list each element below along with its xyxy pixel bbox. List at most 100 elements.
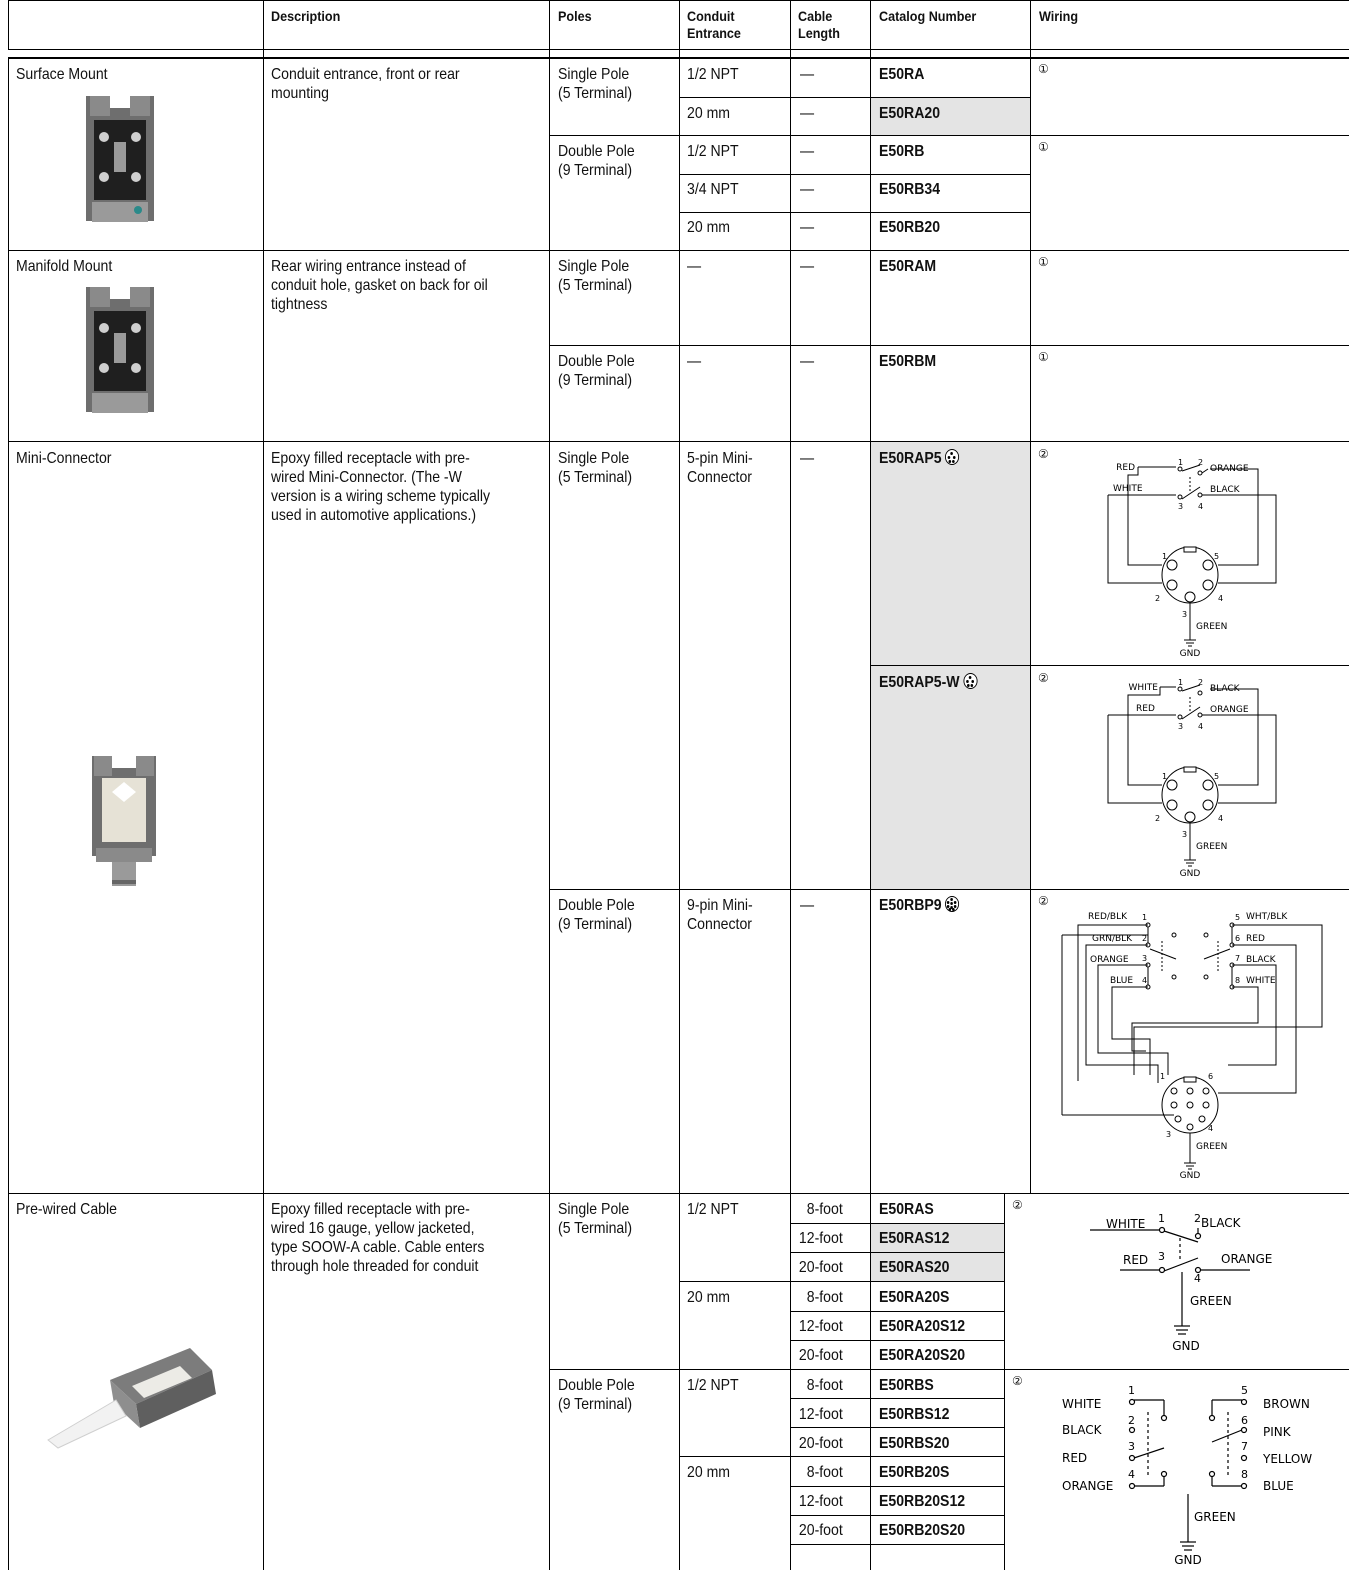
rule-v-wiring-top: [1030, 0, 1031, 1194]
header-wiring: Wiring: [1039, 8, 1079, 24]
cable-e50rb: —: [800, 143, 815, 160]
nine-pin-connector-icon: [945, 896, 960, 912]
cable-e50rb20s: 8-foot: [806, 1464, 843, 1481]
svg-text:4: 4: [1208, 1124, 1213, 1133]
poles-mini-double: Double Pole (9 Terminal): [558, 897, 635, 933]
svg-text:1: 1: [1178, 458, 1183, 467]
note-1-manifold-double: ①: [1038, 350, 1049, 364]
poles-manifold-double: Double Pole (9 Terminal): [558, 353, 635, 389]
conduit-mini-single: 5-pin Mini- Connector: [687, 450, 753, 486]
note-2-prewired-double: ②: [1012, 1374, 1023, 1388]
svg-text:1: 1: [1178, 678, 1183, 687]
conduit-e50ra20: 20 mm: [687, 105, 731, 122]
catalog-e50rap5-w-text: E50RAP5-W: [879, 674, 960, 691]
cable-e50rbs: 8-foot: [806, 1377, 843, 1394]
catalog-e50ras: E50RAS: [879, 1201, 934, 1218]
svg-text:2: 2: [1155, 594, 1160, 603]
catalog-e50ram: E50RAM: [879, 258, 937, 275]
rule-pw-4: [790, 1311, 1004, 1312]
wire-label-black: BLACK: [1062, 1423, 1103, 1437]
wire-label-red: RED: [1246, 934, 1265, 944]
catalog-e50rbm: E50RBM: [879, 353, 937, 370]
rule-pw-9: [679, 1456, 1004, 1457]
shade-e50ra20: [871, 98, 1030, 135]
conduit-e50rb34: 3/4 NPT: [687, 181, 739, 198]
wire-label-green: GREEN: [1196, 842, 1227, 852]
svg-text:4: 4: [1198, 722, 1203, 731]
rule-top: [8, 0, 1349, 1]
desc-prewired-cable: Epoxy filled receptacle with pre- wired …: [271, 1201, 485, 1275]
catalog-e50rap5: E50RAP5: [879, 449, 960, 468]
wire-label-black: BLACK: [1201, 1216, 1242, 1230]
wire-label-orange: ORANGE: [1210, 705, 1249, 715]
mini-connector-switch-image: [92, 756, 156, 886]
cable-e50ra: —: [800, 66, 815, 83]
rule-manifold: [8, 250, 1349, 251]
ground-label: GND: [1174, 1553, 1202, 1567]
svg-text:7: 7: [1235, 954, 1240, 963]
rule-v-left2: [8, 57, 9, 1570]
catalog-e50rap5-text: E50RAP5: [879, 450, 942, 467]
rule-mini-c: [549, 889, 1349, 890]
rule-header-2: [8, 57, 1349, 59]
svg-text:2: 2: [1198, 458, 1203, 467]
svg-text:3: 3: [1178, 502, 1183, 511]
wire-label-red: RED: [1062, 1451, 1087, 1465]
conduit-e50ra: 1/2 NPT: [687, 66, 739, 83]
rule-v-conduit: [679, 0, 680, 1570]
ground-label: GND: [1172, 1339, 1200, 1353]
rule-v-poles: [549, 0, 550, 1570]
catalog-e50rb20s20: E50RB20S20: [879, 1522, 966, 1539]
wire-label-wht-blk: WHT/BLK: [1246, 912, 1288, 922]
wire-label-orange: ORANGE: [1090, 955, 1129, 965]
catalog-e50ra20s12: E50RA20S12: [879, 1318, 966, 1335]
type-surface-mount: Surface Mount: [16, 66, 108, 83]
shade-mini-connector: [871, 442, 1030, 890]
cable-e50ra20s12: 12-foot: [798, 1318, 843, 1335]
note-2-mini-a: ②: [1038, 447, 1049, 461]
wire-label-white: WHITE: [1246, 976, 1276, 986]
svg-text:6: 6: [1208, 1072, 1213, 1081]
rule-v-cable: [790, 0, 791, 1570]
cable-e50rbm: —: [800, 353, 815, 370]
conduit-prewired-c: 1/2 NPT: [687, 1377, 739, 1394]
svg-text:3: 3: [1166, 1130, 1171, 1139]
cable-e50ra20: —: [800, 105, 815, 122]
ground-label: GND: [1180, 649, 1201, 659]
rule-pw-5: [790, 1340, 1004, 1341]
cable-e50rbs12: 12-foot: [798, 1406, 843, 1423]
svg-text:4: 4: [1142, 976, 1147, 985]
svg-text:3: 3: [1142, 954, 1147, 963]
conduit-e50ram: —: [687, 258, 702, 275]
cable-e50rb20s12: 12-foot: [798, 1493, 843, 1510]
svg-text:4: 4: [1198, 502, 1203, 511]
cable-e50rbs20: 20-foot: [798, 1435, 843, 1452]
catalog-e50rbs12: E50RBS12: [879, 1406, 950, 1423]
conduit-prewired-b: 20 mm: [687, 1289, 731, 1306]
rule-v-catalog: [870, 0, 871, 1570]
manifold-mount-switch-image: [86, 287, 154, 413]
cable-e50rb20s20: 20-foot: [798, 1522, 843, 1539]
svg-text:2: 2: [1155, 814, 1160, 823]
conduit-e50rb20: 20 mm: [687, 219, 731, 236]
header-cable: Cable Length: [798, 8, 840, 41]
svg-text:8: 8: [1241, 1468, 1248, 1481]
header-catalog: Catalog Number: [879, 8, 977, 24]
wire-label-grn-blk: GRN/BLK: [1092, 934, 1133, 944]
wire-label-black: BLACK: [1246, 955, 1277, 965]
conduit-prewired-d: 20 mm: [687, 1464, 731, 1481]
poles-surface-double: Double Pole (9 Terminal): [558, 143, 635, 179]
svg-text:3: 3: [1158, 1250, 1165, 1263]
wire-label-red: RED: [1136, 704, 1155, 714]
cable-e50ras: 8-foot: [806, 1201, 843, 1218]
svg-text:2: 2: [1198, 678, 1203, 687]
rule-surface-b: [549, 135, 1349, 136]
poles-manifold-single: Single Pole (5 Terminal): [558, 258, 633, 294]
wire-label-red: RED: [1123, 1253, 1148, 1267]
svg-text:4: 4: [1218, 594, 1223, 603]
rule-mini: [8, 441, 1349, 442]
svg-text:5: 5: [1214, 772, 1219, 781]
svg-text:3: 3: [1182, 610, 1187, 619]
